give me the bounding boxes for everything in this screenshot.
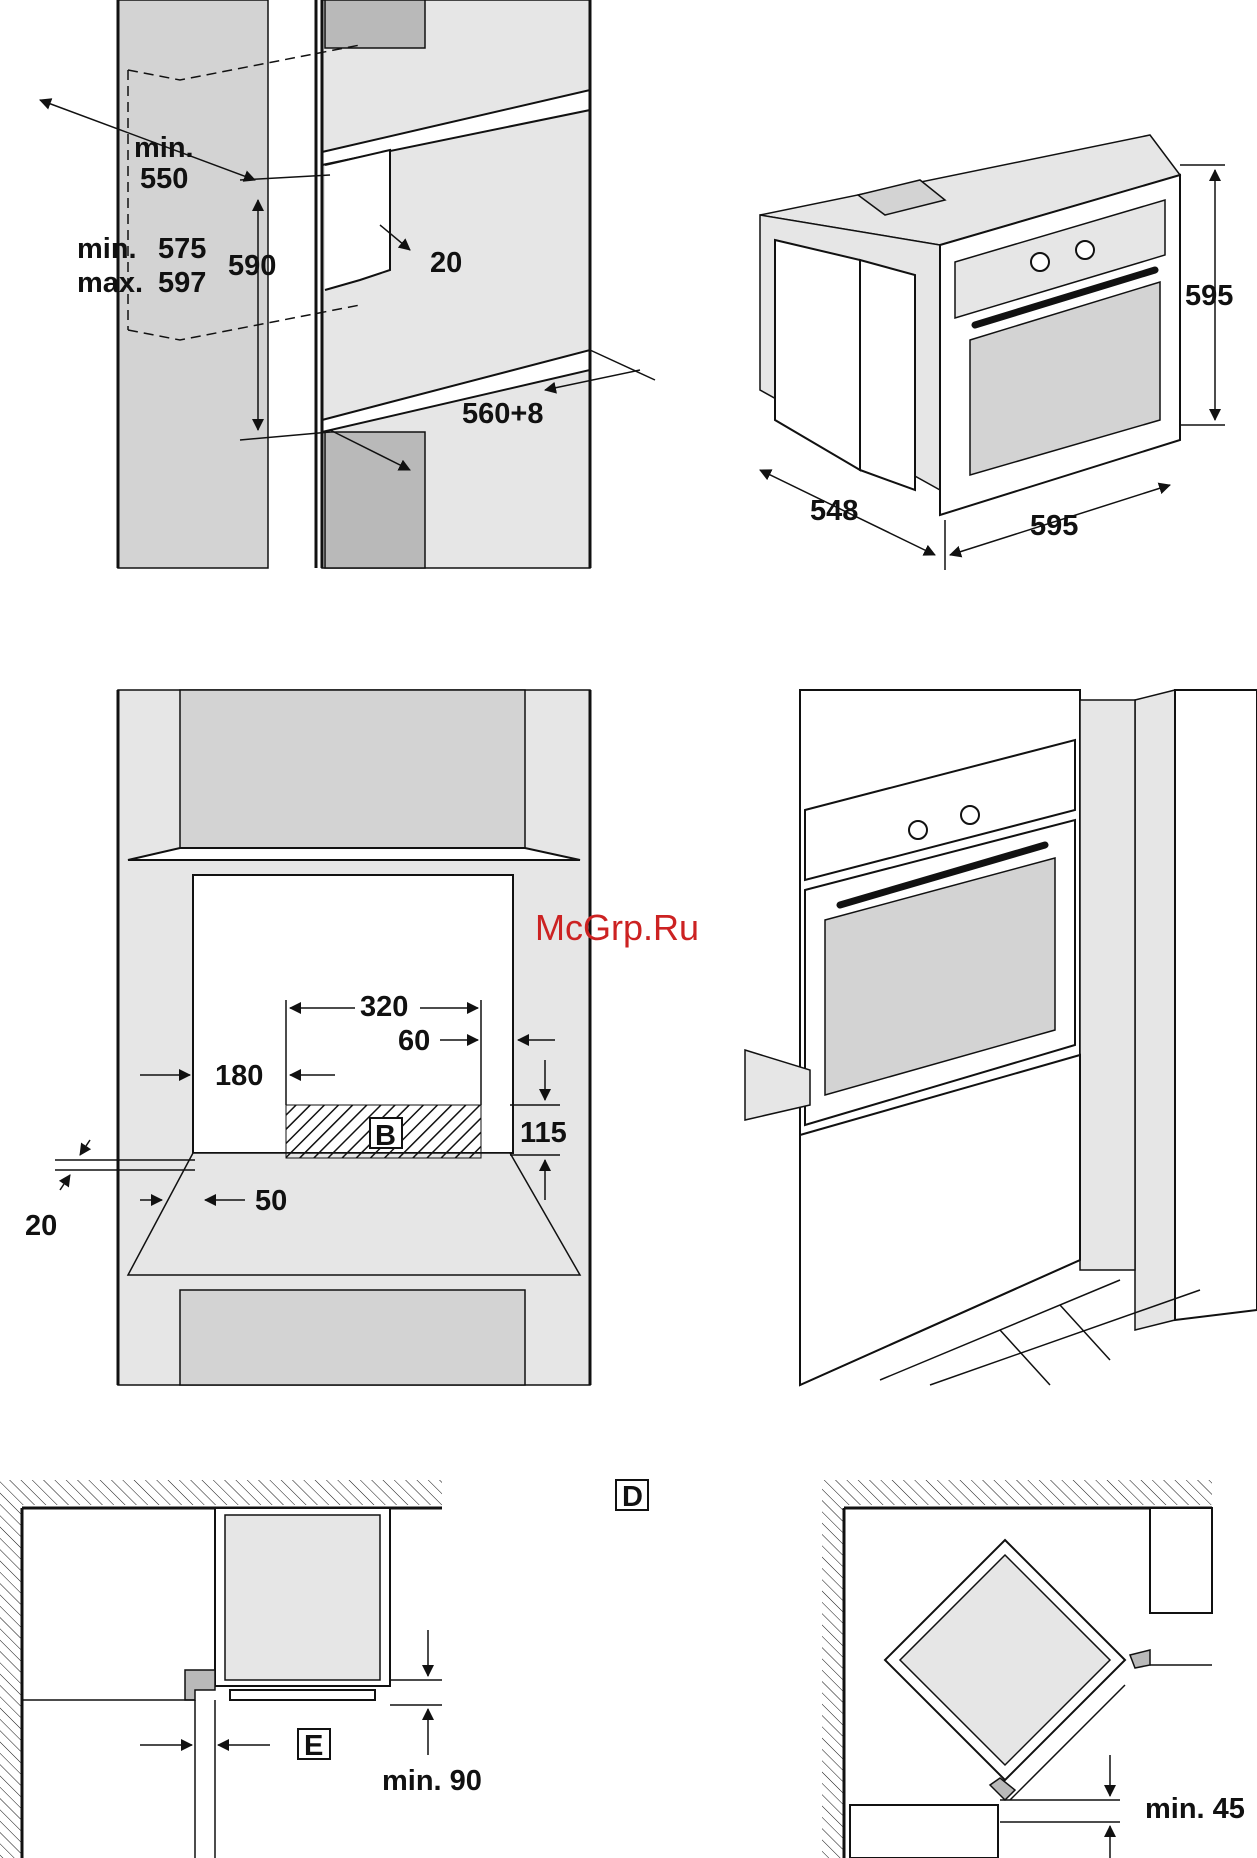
offset-left-label: 180 <box>215 1060 263 1092</box>
appliance-door-plan <box>230 1690 375 1700</box>
niche-floor <box>128 1153 580 1275</box>
height-min-value: 575 <box>158 233 206 265</box>
figure-1-cabinet-niche: min. 550 min. 575 max. 597 590 20 560+8 <box>40 0 655 568</box>
height-max-label: max. <box>77 267 143 299</box>
side-wall <box>1135 690 1175 1330</box>
niche-lower-back <box>180 1290 525 1385</box>
room-wall <box>1175 690 1257 1320</box>
offset-right-label: 60 <box>398 1025 430 1057</box>
figure-4-installed-oven <box>745 690 1257 1385</box>
oven-knob-right <box>1076 241 1094 259</box>
corner-base-cabinet <box>850 1805 998 1858</box>
side-wall-hatch <box>0 1505 22 1858</box>
gap-label: 20 <box>430 247 462 279</box>
figure-6-corner-plan-view: min. 45 <box>822 1480 1245 1858</box>
corner-back-wall-hatch <box>822 1480 1212 1505</box>
back-wall-hatch <box>0 1480 442 1505</box>
watermark: McGrp.Ru <box>535 907 699 948</box>
cutout-width-label: 320 <box>360 991 408 1023</box>
clearance-45-label: min. 45 <box>1145 1793 1245 1825</box>
cutout-height-label: 115 <box>520 1117 567 1149</box>
niche-top-shelf <box>128 848 580 860</box>
depth-min-value: 550 <box>140 163 188 195</box>
cabinet-side-panel <box>1080 700 1135 1270</box>
niche-upper-back <box>180 690 525 848</box>
figure-5-plan-view: D E min. 90 <box>0 1480 648 1858</box>
corner-appliance-body <box>900 1555 1110 1765</box>
oven-side-panel-2 <box>860 260 915 490</box>
marker-d: D <box>622 1481 643 1513</box>
rear-vent-cutout <box>325 150 390 290</box>
height-min-label: min. <box>77 233 137 265</box>
plinth-label: 50 <box>255 1185 287 1217</box>
area-b-marker: B <box>375 1120 396 1152</box>
oven-side-panel-1 <box>775 240 860 470</box>
oven-depth-label: 548 <box>810 495 858 527</box>
corner-bracket-bottom <box>990 1778 1015 1800</box>
oven-height-label: 595 <box>1185 280 1233 312</box>
width-label: 560+8 <box>462 398 543 430</box>
clearance-90-label: min. 90 <box>382 1765 482 1797</box>
installed-knob-left <box>909 821 927 839</box>
figure-2-oven-dimensions: 595 548 595 <box>760 135 1233 570</box>
height-label: 590 <box>228 250 276 282</box>
corner-side-wall-hatch <box>822 1505 844 1858</box>
upper-back-panel <box>325 0 425 48</box>
corner-wall-cabinet <box>1150 1508 1212 1613</box>
corner-bracket-right <box>1130 1650 1150 1668</box>
wall-bracket <box>185 1670 215 1700</box>
installed-knob-right <box>961 806 979 824</box>
appliance-body <box>225 1515 380 1680</box>
side-gap-label: 20 <box>25 1210 57 1242</box>
figure-3-niche-front: B 320 60 180 115 20 50 <box>25 690 590 1385</box>
oven-width-label: 595 <box>1030 510 1078 542</box>
marker-e: E <box>304 1730 323 1762</box>
oven-knob-left <box>1031 253 1049 271</box>
height-max-value: 597 <box>158 267 206 299</box>
depth-min-label: min. <box>134 132 194 164</box>
